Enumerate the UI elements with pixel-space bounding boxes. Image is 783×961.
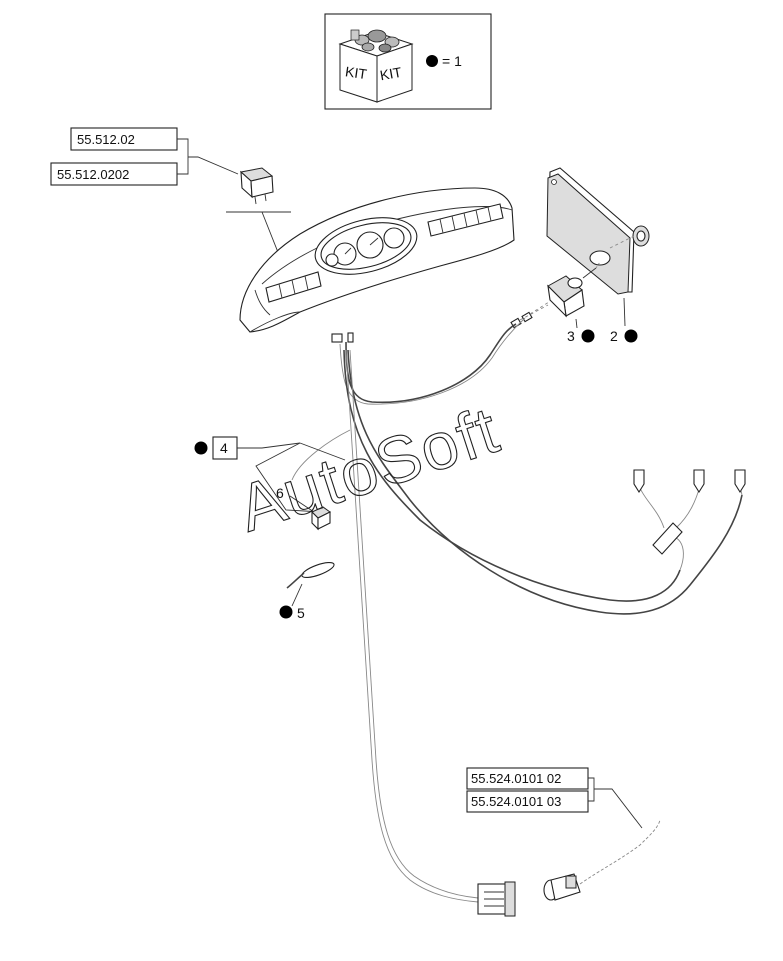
callout-5: 5 [297,605,305,621]
dash-switch [239,167,274,205]
terminal-right [734,469,746,494]
watermark: AutoSoft [229,391,509,546]
kit-bullet-icon [581,329,595,343]
callout-3: 3 [567,328,575,344]
callout-4: 4 [220,440,228,456]
relay [311,506,331,531]
callout-2: 2 [610,328,618,344]
kit-label-left: KIT [344,63,368,82]
mating-plug [543,873,581,901]
dash-connectors [331,332,354,343]
kit-box-icon [338,29,414,103]
kit-bullet-icon [279,605,293,619]
ref-bracket [177,138,239,175]
mounting-plate [546,167,635,295]
ref-label: 55.512.02 [77,132,135,147]
ref-label: 55.512.0202 [57,167,129,182]
ref-box-55-524-0101-02[interactable]: 55.524.0101 02 [466,767,589,790]
kit-bullet-icon [194,441,208,455]
fuse-holder [652,522,683,555]
callout-6: 6 [276,485,284,501]
harness-end-connector [477,881,516,917]
callout-4-box[interactable]: 4 [212,436,238,460]
nut [632,225,650,247]
kit-legend: KIT KIT = 1 [324,13,492,110]
terminal-left [633,469,645,494]
terminal-mid [693,469,705,494]
watermark-text: AutoSoft [229,392,508,546]
kit-bullet-icon [426,55,438,67]
ref-box-55-524-0101-03[interactable]: 55.524.0101 03 [466,790,589,813]
ref-box-55-512-0202[interactable]: 55.512.0202 [50,162,178,186]
instrument-panel [239,187,515,333]
kit-label-right: KIT [379,64,404,84]
ref-box-55-512-02[interactable]: 55.512.02 [70,127,178,151]
ref-bracket [588,777,643,829]
ref-label: 55.524.0101 03 [471,794,561,809]
kit-bullet-icon [624,329,638,343]
cable-tie [286,561,335,589]
ref-label: 55.524.0101 02 [471,771,561,786]
rotary-switch [547,267,597,318]
wiring-harness [291,317,743,903]
kit-legend-value: = 1 [442,53,462,69]
